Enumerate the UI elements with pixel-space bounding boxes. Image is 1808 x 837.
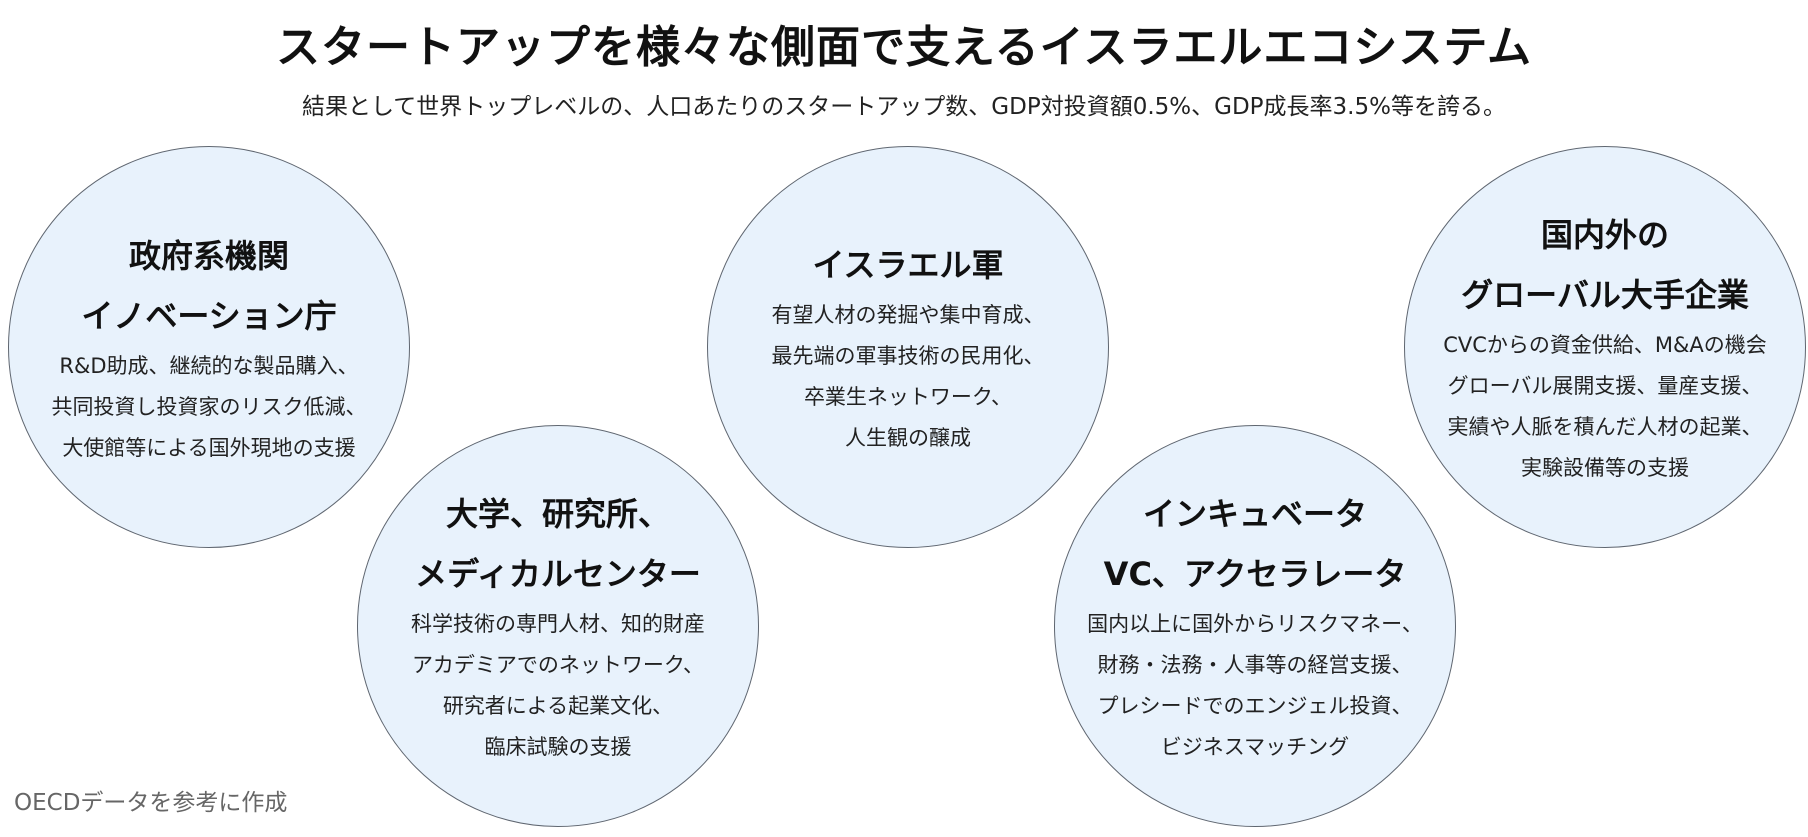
node-title-line: グローバル大手企業 — [1461, 276, 1749, 314]
node-description: 有望人材の発掘や集中育成、 最先端の軍事技術の民用化、 卒業生ネットワーク、 人… — [772, 295, 1045, 459]
node-military: イスラエル軍 有望人材の発掘や集中育成、 最先端の軍事技術の民用化、 卒業生ネッ… — [707, 146, 1109, 548]
node-corporations: 国内外の グローバル大手企業 CVCからの資金供給、M&Aの機会 グローバル展開… — [1404, 146, 1806, 548]
node-body-line: 最先端の軍事技術の民用化、 — [771, 344, 1045, 368]
node-body-line: 臨床試験の支援 — [484, 735, 632, 759]
node-body-line: アカデミアでのネットワーク、 — [411, 653, 705, 677]
node-title: 大学、研究所、 メディカルセンター — [415, 484, 701, 604]
node-government: 政府系機関 イノベーション庁 R&D助成、継続的な製品購入、 共同投資し投資家の… — [8, 146, 410, 548]
node-body-line: 科学技術の専門人材、知的財産 — [411, 612, 705, 636]
node-title-line: VC、アクセラレータ — [1103, 555, 1407, 593]
node-description: CVCからの資金供給、M&Aの機会 グローバル展開支援、量産支援、 実績や人脈を… — [1443, 325, 1767, 489]
node-title-line: メディカルセンター — [415, 555, 701, 593]
node-title-line: イノベーション庁 — [81, 296, 337, 335]
node-body-line: 人生観の醸成 — [845, 426, 971, 450]
node-body-line: 国内以上に国外からリスクマネー、 — [1087, 612, 1423, 636]
node-description: 科学技術の専門人材、知的財産 アカデミアでのネットワーク、 研究者による起業文化… — [411, 604, 705, 768]
node-body-line: 有望人材の発掘や集中育成、 — [771, 303, 1045, 327]
node-body-line: 卒業生ネットワーク、 — [803, 385, 1013, 409]
node-body-line: 財務・法務・人事等の経営支援、 — [1097, 653, 1413, 677]
node-title-line: 大学、研究所、 — [445, 495, 670, 533]
node-body-line: 実験設備等の支援 — [1521, 456, 1689, 480]
node-body-line: グローバル展開支援、量産支援、 — [1447, 374, 1763, 398]
node-body-line: プレシードでのエンジェル投資、 — [1097, 694, 1413, 718]
node-description: 国内以上に国外からリスクマネー、 財務・法務・人事等の経営支援、 プレシードでの… — [1087, 604, 1423, 768]
source-note: OECDデータを参考に作成 — [14, 790, 288, 816]
node-body-line: ビジネスマッチング — [1160, 735, 1350, 759]
node-universities: 大学、研究所、 メディカルセンター 科学技術の専門人材、知的財産 アカデミアでの… — [357, 425, 759, 827]
node-body-line: CVCからの資金供給、M&Aの機会 — [1443, 333, 1767, 357]
node-title-line: インキュベータ — [1142, 495, 1367, 533]
node-body-line: 大使館等による国外現地の支援 — [62, 435, 356, 460]
node-body-line: 研究者による起業文化、 — [442, 694, 674, 718]
node-body-line: 実績や人脈を積んだ人材の起業、 — [1447, 415, 1763, 439]
node-body-line: 共同投資し投資家のリスク低減、 — [51, 394, 367, 419]
node-title: 国内外の グローバル大手企業 — [1461, 205, 1749, 325]
page-title: スタートアップを様々な側面で支えるイスラエルエコシステム — [275, 22, 1533, 73]
node-body-line: R&D助成、継続的な製品購入、 — [59, 353, 359, 378]
page-subtitle: 結果として世界トップレベルの、人口あたりのスタートアップ数、GDP対投資額0.5… — [302, 94, 1506, 120]
node-incubators: インキュベータ VC、アクセラレータ 国内以上に国外からリスクマネー、 財務・法… — [1054, 425, 1456, 827]
node-description: R&D助成、継続的な製品購入、 共同投資し投資家のリスク低減、 大使館等による国… — [52, 346, 367, 469]
node-title: インキュベータ VC、アクセラレータ — [1104, 484, 1407, 604]
node-title-line: 政府系機関 — [128, 236, 289, 275]
node-title-line: 国内外の — [1540, 216, 1669, 254]
node-title-line: イスラエル軍 — [812, 246, 1004, 284]
node-title: 政府系機関 イノベーション庁 — [81, 226, 336, 346]
node-title: イスラエル軍 — [812, 235, 1003, 295]
